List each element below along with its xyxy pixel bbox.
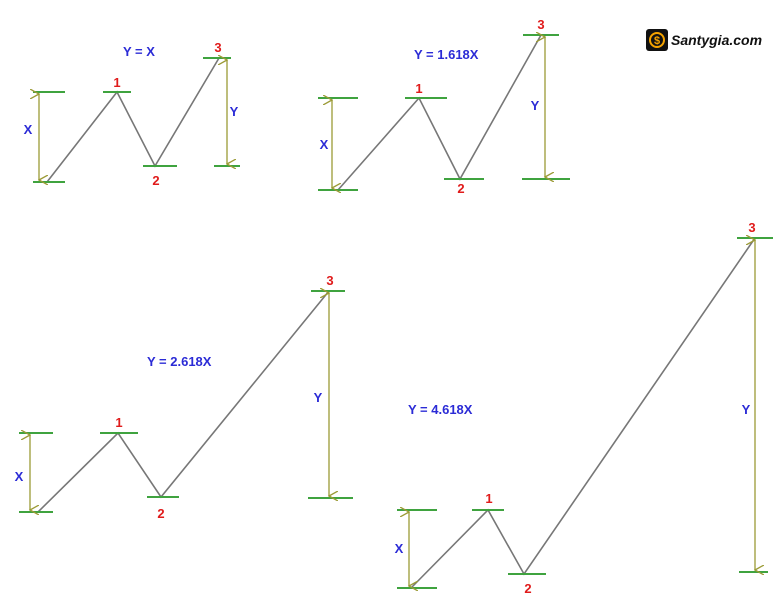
y-measure-label: Y xyxy=(742,402,751,417)
wave-point-label-2: 2 xyxy=(157,506,164,521)
x-measure-label: X xyxy=(24,122,33,137)
formula-panel-4: Y = 4.618X xyxy=(408,402,473,417)
wave-line xyxy=(337,34,542,191)
wave-point-label-1: 1 xyxy=(113,75,120,90)
wave-point-label-1: 1 xyxy=(485,491,492,506)
x-measure-label: X xyxy=(320,137,329,152)
wave-panel-1: X Y 1 2 3 xyxy=(24,40,240,188)
wave-line xyxy=(37,290,330,513)
wave-point-label-3: 3 xyxy=(748,220,755,235)
wave-panel-4: X Y 1 2 3 xyxy=(395,220,773,596)
site-logo[interactable]: $ Santygia.com xyxy=(646,28,762,52)
svg-text:$: $ xyxy=(654,35,660,47)
wave-line xyxy=(46,57,220,183)
formula-panel-3: Y = 2.618X xyxy=(147,354,212,369)
wave-panel-2: X Y 1 2 3 xyxy=(318,17,570,196)
y-measure-label: Y xyxy=(531,98,540,113)
wave-point-label-2: 2 xyxy=(524,581,531,596)
wave-point-label-2: 2 xyxy=(457,181,464,196)
wave-point-label-2: 2 xyxy=(152,173,159,188)
y-measure-label: Y xyxy=(314,390,323,405)
y-measure-label: Y xyxy=(230,104,239,119)
wave-line xyxy=(410,237,756,589)
logo-text: Santygia.com xyxy=(671,32,763,48)
wave-point-label-1: 1 xyxy=(415,81,422,96)
wave-point-label-1: 1 xyxy=(115,415,122,430)
wave-point-label-3: 3 xyxy=(537,17,544,32)
x-measure-label: X xyxy=(15,469,24,484)
formula-panel-1: Y = X xyxy=(123,44,155,59)
wave-panel-3: X Y 1 2 3 xyxy=(15,273,353,521)
coin-dollar-icon: $ xyxy=(646,29,668,51)
x-measure-label: X xyxy=(395,541,404,556)
wave-point-label-3: 3 xyxy=(326,273,333,288)
wave-point-label-3: 3 xyxy=(214,40,221,55)
formula-panel-2: Y = 1.618X xyxy=(414,47,479,62)
